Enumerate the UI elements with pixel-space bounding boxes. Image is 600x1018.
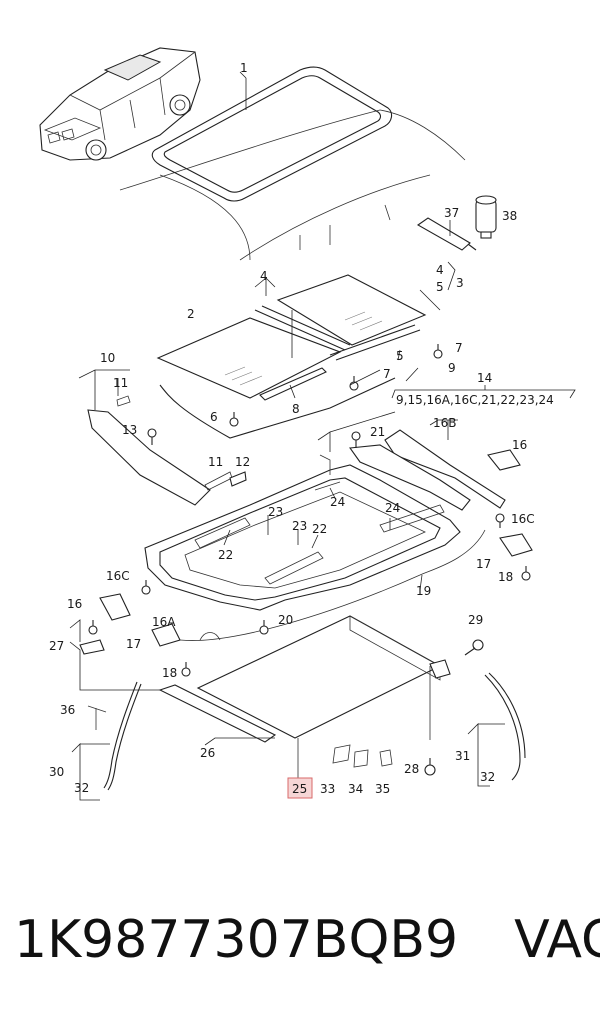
callout-16b: 16B	[433, 416, 457, 430]
part-37-38-care	[416, 195, 497, 251]
callout-8: 8	[292, 402, 300, 416]
callout-36: 36	[60, 703, 75, 717]
bolt-6	[229, 412, 239, 427]
callout-27: 27	[49, 639, 64, 653]
bolt-18a	[181, 662, 191, 677]
callout-17-left: 17	[126, 637, 141, 651]
callout-11a: 11	[113, 376, 128, 390]
callout-5b: 5	[396, 349, 404, 363]
bolt-16c-right	[495, 513, 505, 528]
callout-14: 14	[477, 371, 492, 385]
callout-9: 9	[448, 361, 456, 375]
callout-32-right: 32	[480, 770, 495, 784]
bolt-21	[351, 431, 361, 448]
callout-38: 38	[502, 209, 517, 223]
callout-12: 12	[235, 455, 250, 469]
part-caption: 1K9877307BQB9 VAG	[14, 905, 600, 975]
callout-18-right: 18	[498, 570, 513, 584]
callout-24b: 24	[385, 501, 400, 515]
callout-10: 10	[100, 351, 115, 365]
bolt-7a	[433, 344, 443, 359]
callout-11b: 11	[208, 455, 223, 469]
car-thumbnail	[39, 47, 201, 161]
rails-motors	[99, 429, 533, 647]
frame-assembly	[144, 454, 461, 611]
callout-21: 21	[370, 425, 385, 439]
callout-35: 35	[375, 782, 390, 796]
callout-34: 34	[348, 782, 363, 796]
callout-7b: 7	[383, 367, 391, 381]
bolt-16c-left	[141, 580, 151, 595]
callout-23b: 23	[292, 519, 307, 533]
callout-26: 26	[200, 746, 215, 760]
parts-diagram: 1 2 3 4 4 5 5 6 7 7 8 9 10 11 11 12 13 1…	[39, 47, 576, 801]
callout-6: 6	[210, 410, 218, 424]
callout-19: 19	[416, 584, 431, 598]
callout-multi: 9,15,16A,16C,21,22,23,24	[396, 393, 554, 407]
roller-blind	[158, 615, 451, 780]
part-10-deflector	[87, 395, 247, 506]
callout-16a: 16A	[152, 615, 176, 629]
callout-18-left: 18	[162, 666, 177, 680]
part-number: 1K9877307BQB9	[14, 910, 459, 970]
bolt-18b	[521, 566, 531, 581]
callout-24a: 24	[330, 495, 345, 509]
callout-22a: 22	[218, 548, 233, 562]
roof-outline	[119, 109, 466, 261]
callout-labels: 1 2 3 4 4 5 5 6 7 7 8 9 10 11 11 12 13 1…	[49, 61, 554, 796]
bolt-29	[464, 639, 484, 656]
callout-13: 13	[122, 423, 137, 437]
bolt-28	[424, 758, 436, 776]
callout-31: 31	[455, 749, 470, 763]
callout-37: 37	[444, 206, 459, 220]
callout-16-right: 16	[512, 438, 527, 452]
callout-23a: 23	[268, 505, 283, 519]
leader-lines	[69, 71, 576, 801]
callout-2: 2	[187, 307, 195, 321]
callout-25: 25	[292, 782, 307, 796]
callout-30: 30	[49, 765, 64, 779]
callout-22b: 22	[312, 522, 327, 536]
callout-33: 33	[320, 782, 335, 796]
callout-4a: 4	[260, 269, 268, 283]
part-1-seal	[151, 66, 393, 202]
bolt-13	[147, 428, 157, 445]
glass-panels	[156, 274, 427, 439]
callout-7a: 7	[455, 341, 463, 355]
callout-1: 1	[240, 61, 248, 75]
fasteners	[79, 344, 531, 776]
callout-16-left: 16	[67, 597, 82, 611]
callout-29: 29	[468, 613, 483, 627]
callout-20: 20	[278, 613, 293, 627]
drain-hoses	[87, 672, 526, 791]
brand-label: VAG	[514, 910, 600, 970]
callout-28: 28	[404, 762, 419, 776]
highlight-box-25	[287, 777, 313, 799]
callout-5a: 5	[436, 280, 444, 294]
callout-16c-right: 16C	[511, 512, 535, 526]
callout-32-left: 32	[74, 781, 89, 795]
callout-16c-left: 16C	[106, 569, 130, 583]
callout-17-right: 17	[476, 557, 491, 571]
callout-4b: 4	[436, 263, 444, 277]
callout-3: 3	[456, 276, 464, 290]
bolt-27	[88, 620, 98, 635]
bolt-20	[259, 620, 269, 635]
